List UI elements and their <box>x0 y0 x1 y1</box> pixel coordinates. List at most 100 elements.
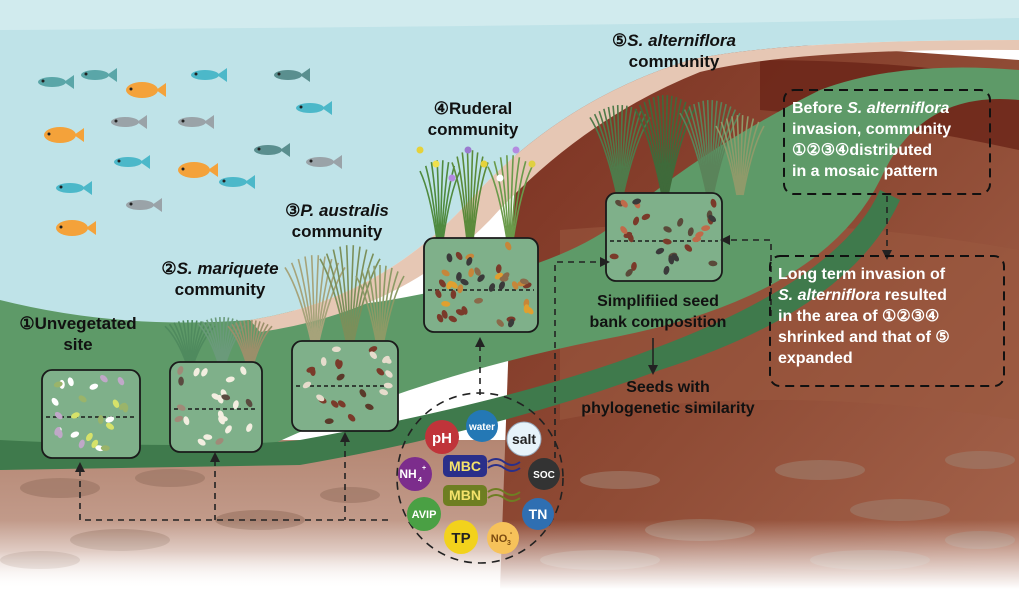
fish-icon <box>111 115 147 129</box>
fish-icon <box>56 220 96 236</box>
svg-text:MBN: MBN <box>449 487 481 503</box>
grass-tuft <box>451 150 489 241</box>
fish-icon <box>56 181 92 195</box>
label-s-mariquete: ②S. mariquete community <box>140 258 300 300</box>
marsh-dark-edge <box>0 190 900 470</box>
fish-icon <box>274 68 310 82</box>
label-name: S. mariquete <box>176 259 279 278</box>
grass-tuft <box>197 317 247 366</box>
seed-core <box>41 369 141 459</box>
fish-icon <box>44 127 84 143</box>
grass-tuft <box>679 100 741 196</box>
fish-icon <box>191 68 227 82</box>
flower-icon <box>432 160 440 168</box>
water-top-strip <box>0 0 1019 30</box>
label-unvegetated: ①Unvegetated site <box>8 313 148 355</box>
vegetation <box>164 95 765 366</box>
flower-icon <box>512 146 520 154</box>
long-term-invasion-box <box>769 255 1005 387</box>
seed-core <box>605 192 723 282</box>
grass-tuft <box>634 95 696 196</box>
factor-avip: AVIP <box>407 497 441 531</box>
factor-salt: salt <box>506 421 542 457</box>
factor-soc: SOC <box>528 458 560 490</box>
seed-core <box>291 340 399 432</box>
svg-text:3: 3 <box>507 540 511 547</box>
factor-tp: TP <box>444 520 478 554</box>
fish-icon <box>38 75 74 89</box>
factor-ph: pH <box>425 420 459 454</box>
svg-text:TP: TP <box>451 530 470 547</box>
fish-icon <box>254 143 290 157</box>
svg-text:MBC: MBC <box>449 458 481 474</box>
label-name2: community <box>427 120 519 139</box>
grass-tuft <box>284 255 346 346</box>
fish-icon <box>114 155 150 169</box>
fish-icon <box>178 162 218 178</box>
grass-tuft <box>164 320 216 366</box>
fish-icon <box>306 155 342 169</box>
seed-core <box>169 361 263 453</box>
fish-icon <box>296 101 332 115</box>
label-name2: community <box>291 222 383 241</box>
label-num: ③ <box>285 201 301 220</box>
note-phylogenetic: Seeds with phylogenetic similarity <box>581 379 755 417</box>
grass-tuft <box>487 155 533 241</box>
factor-nh4: NH 4 + <box>398 457 432 491</box>
factor-no3: NO 3 - <box>487 522 519 554</box>
flower-icon <box>528 160 536 168</box>
label-name2: community <box>174 280 266 299</box>
label-name2: community <box>628 52 720 71</box>
seed-bank-cores <box>41 192 723 459</box>
label-num: ④ <box>433 99 449 118</box>
svg-text:water: water <box>468 422 495 433</box>
svg-text:-: - <box>510 530 513 537</box>
fish-icon <box>81 68 117 82</box>
svg-text:pH: pH <box>432 430 452 447</box>
before-invasion-text: Before S. alterniflora invasion, communi… <box>792 100 952 180</box>
label-name: P. australis <box>300 201 389 220</box>
factor-tn: TN <box>522 498 554 530</box>
flower-icon <box>480 160 488 168</box>
grass-tuft <box>355 265 405 346</box>
label-name: Ruderal <box>448 99 513 118</box>
flower-icon <box>464 146 472 154</box>
fish-icon <box>219 175 255 189</box>
soil-factor-ring <box>396 392 564 564</box>
flower-icon <box>416 146 424 154</box>
svg-text:NO: NO <box>491 533 508 545</box>
label-num: ⑤ <box>612 31 628 50</box>
factor-mbn: MBN <box>443 485 521 506</box>
svg-text:NH: NH <box>399 467 416 481</box>
flower-icon <box>448 174 456 182</box>
note-simplified-seed-bank: Simplifiied seed bank composition <box>589 293 727 331</box>
long-term-invasion-text: Long term invasion of S. alterniflora re… <box>778 266 950 367</box>
fish-icon <box>126 82 166 98</box>
flower-icon <box>496 174 504 182</box>
label-num: ② <box>161 259 177 278</box>
grass-tuft <box>227 320 273 366</box>
label-name: S. alterniflora <box>627 31 736 50</box>
grass-tuft <box>715 115 765 196</box>
fish-school <box>38 68 342 236</box>
factor-mbc: MBC <box>443 455 521 477</box>
svg-text:+: + <box>422 465 426 472</box>
label-name2: site <box>63 335 93 354</box>
fish-icon <box>178 115 214 129</box>
svg-text:AVIP: AVIP <box>412 509 437 521</box>
label-ruderal: ④Ruderal community <box>408 98 538 140</box>
svg-text:4: 4 <box>418 477 422 484</box>
label-name: Unvegetated <box>34 314 137 333</box>
label-num: ① <box>19 314 35 333</box>
before-invasion-box <box>783 89 991 195</box>
svg-text:SOC: SOC <box>533 470 555 481</box>
label-p-australis: ③P. australis community <box>262 200 412 242</box>
grass-tuft <box>319 245 381 346</box>
factor-water: water <box>466 410 498 442</box>
svg-text:TN: TN <box>529 506 548 522</box>
svg-text:salt: salt <box>512 431 536 447</box>
dashed-connectors <box>79 196 888 521</box>
seed-core <box>423 237 539 333</box>
